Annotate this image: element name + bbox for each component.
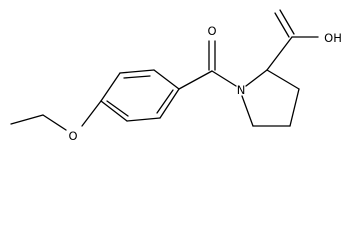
carboxylic-acid-group bbox=[266, 9, 319, 71]
pyrrolidine-bond-c5-n bbox=[241, 95, 254, 127]
ring-to-carbonyl-bond bbox=[178, 70, 213, 90]
carbonyl-oxygen-label: O bbox=[207, 24, 216, 38]
ring-double-bond-3 bbox=[156, 89, 174, 114]
ch2-to-ch3-bond bbox=[10, 114, 44, 125]
ring-to-ether-oxygen-bond bbox=[81, 100, 102, 127]
ring-double-bond-1 bbox=[123, 75, 151, 79]
ether-oxygen-label: O bbox=[68, 129, 77, 143]
ring-bond-4 bbox=[100, 100, 128, 122]
ring-bond-5 bbox=[126, 117, 161, 122]
ring-bond-6 bbox=[159, 88, 180, 119]
benzene-ring bbox=[100, 69, 180, 122]
ring-bond-3 bbox=[100, 72, 121, 102]
ether-oxygen-to-ch2-bond bbox=[42, 114, 67, 131]
acid-double-bond-b bbox=[279, 9, 295, 35]
carbonyl-group bbox=[178, 40, 237, 90]
molecule-structure-diagram: O OH N O bbox=[10, 9, 342, 143]
pyrrolidine-ring bbox=[241, 69, 300, 127]
ring-to-acid-carbon-bond bbox=[266, 36, 293, 71]
acid-hydroxyl-label: OH bbox=[324, 31, 342, 45]
ring-double-bond-2 bbox=[106, 100, 129, 117]
pyrrolidine-bond-c3-c4 bbox=[289, 88, 300, 127]
ethoxy-group bbox=[10, 100, 102, 131]
pyrrolidine-bond-n-c2 bbox=[245, 69, 268, 87]
carbonyl-to-nitrogen-bond bbox=[211, 70, 237, 87]
pyrrolidine-bond-c2-c3 bbox=[266, 69, 300, 90]
nitrogen-label: N bbox=[237, 83, 246, 97]
ring-bond-1 bbox=[153, 69, 180, 90]
ring-bond-2 bbox=[119, 69, 155, 74]
acid-double-bond-a bbox=[274, 12, 290, 38]
